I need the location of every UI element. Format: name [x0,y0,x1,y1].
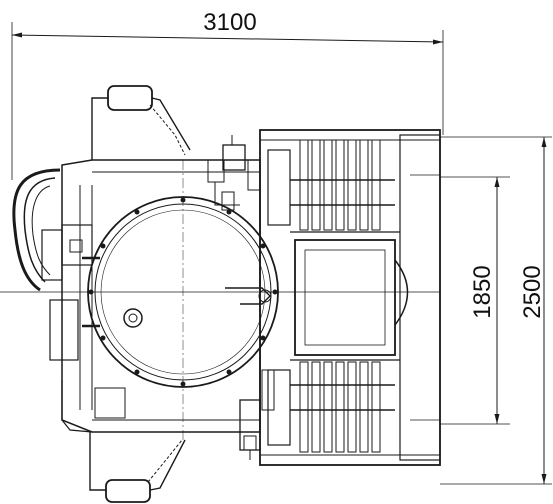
top-outrigger [91,85,191,160]
lower-cylinder-bank [267,361,395,453]
upper-cylinder-bank [267,139,395,231]
dimension-outer-height: 2500 [440,136,552,485]
porthole [123,308,143,328]
top-control-assembly [207,135,261,211]
chassis-frame [12,159,261,433]
width-dimension-label: 3100 [203,9,256,36]
bottom-control-assembly [239,369,275,460]
centerlines [0,160,440,440]
rim-bolts [88,197,278,387]
bottom-outrigger [89,432,186,503]
right-machinery [259,129,441,466]
dimension-width: 3100 [11,9,444,180]
dimension-inner-height: 1850 [440,176,510,425]
outer-height-dimension-label: 2500 [519,265,546,318]
inner-height-dimension-label: 1850 [469,265,496,318]
tank-drum [82,196,279,388]
